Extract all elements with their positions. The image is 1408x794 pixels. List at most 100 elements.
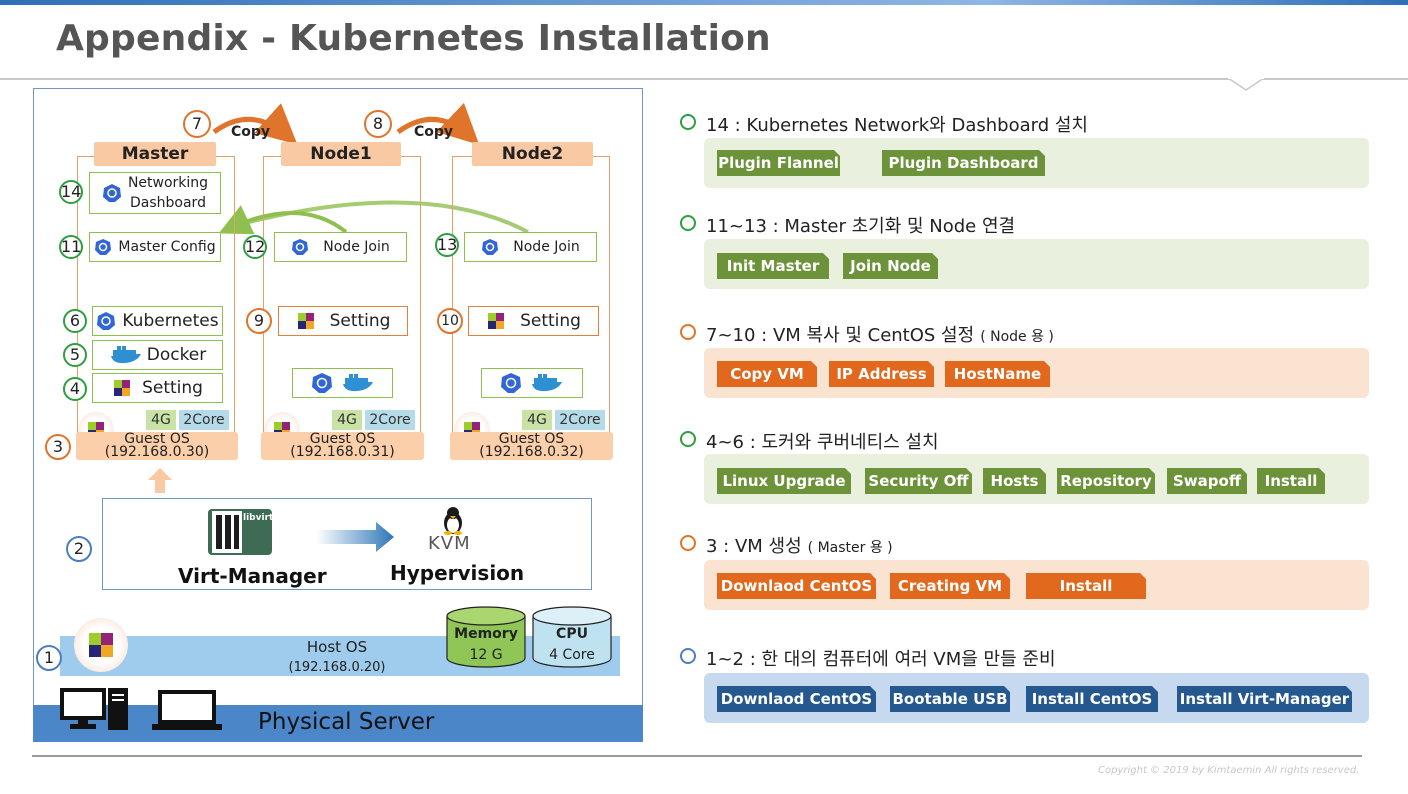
step-heading: 7~10 : VM 복사 및 CentOS 설정( Node 용 ): [706, 321, 1054, 347]
step-heading-text: 11~13 : Master 초기화 및 Node 연결: [706, 216, 1016, 237]
step-bullet-icon: [680, 215, 696, 231]
centos-icon: [488, 313, 505, 329]
step-tag: Join Node: [843, 253, 938, 279]
guest-os-label: Guest OS: [498, 431, 565, 447]
step-14-marker: 14: [59, 180, 83, 204]
networking-dashboard-box: Networking Dashboard: [89, 172, 221, 214]
step-3-marker: 3: [45, 434, 71, 460]
physical-server-label: Physical Server: [258, 709, 435, 735]
step-5-marker: 5: [63, 343, 87, 367]
title-divider: [0, 78, 1408, 80]
node1-title: Node1: [281, 142, 401, 166]
kubernetes-label: Kubernetes: [122, 311, 219, 331]
memory-value: 12 G: [469, 647, 503, 663]
guest-os-ip: (192.168.0.31): [290, 444, 395, 460]
kubernetes-icon: [501, 373, 521, 393]
master-config-box: Master Config: [89, 232, 221, 262]
step-tag: HostName: [945, 361, 1050, 387]
step-heading-text: 7~10 : VM 복사 및 CentOS 설정: [706, 325, 975, 346]
step-tag: Init Master: [717, 253, 829, 279]
node2-cpu-tag: 2Core: [555, 410, 605, 430]
centos-icon: [297, 313, 314, 329]
kubernetes-icon: [102, 184, 121, 202]
docker-label: Docker: [146, 345, 207, 365]
step-tag: Copy VM: [717, 361, 817, 387]
step-heading-text: 3 : VM 생성: [706, 536, 802, 557]
step-tag: Creating VM: [890, 573, 1010, 599]
host-os-ip: (192.168.0.20): [288, 660, 386, 675]
cpu-value: 4 Core: [549, 647, 595, 663]
step-tag: Hosts: [983, 468, 1046, 494]
step-tag: Install CentOS: [1026, 686, 1158, 712]
cylinder-icon: [532, 606, 612, 668]
step-13-marker: 13: [435, 233, 459, 257]
step-12-marker: 12: [243, 235, 267, 259]
node1-setting-label: Setting: [329, 311, 391, 331]
step-tag: Install CentOS: [1026, 573, 1146, 599]
linux-penguin-icon: [444, 507, 462, 535]
hypervision-label: Hypervision: [390, 561, 525, 585]
step-heading-text: 14 : Kubernetes Network와 Dashboard 설치: [706, 115, 1088, 136]
master-config-label: Master Config: [118, 239, 216, 255]
guest-os-ip: (192.168.0.32): [479, 444, 584, 460]
step-tag: Plugin Flannel: [717, 150, 840, 176]
laptop-icon: [152, 690, 222, 730]
libvirt-icon: [208, 509, 272, 555]
libvirt-logo: libvirt: [208, 507, 273, 557]
step-tag: Bootable USB: [890, 686, 1010, 712]
step-bullet-icon: [680, 431, 696, 447]
kvm-logo-text: KVM: [428, 533, 471, 554]
docker-box: Docker: [92, 340, 223, 370]
step-heading: 3 : VM 생성( Master 용 ): [706, 532, 893, 558]
virtualization-box: [102, 498, 592, 590]
step-tag: Downlaod CentOS: [717, 573, 876, 599]
kubernetes-icon: [292, 239, 309, 255]
kubernetes-icon: [482, 239, 499, 255]
step-heading: 11~13 : Master 초기화 및 Node 연결: [706, 212, 1015, 238]
guest-os-ip: (192.168.0.30): [104, 444, 210, 460]
node1-k8s-docker-box: [292, 368, 393, 398]
node1-guest-os: Guest OS (192.168.0.31): [261, 432, 424, 460]
docker-icon: [532, 374, 562, 392]
node2-title: Node2: [472, 142, 593, 166]
node2-memory-tag: 4G: [522, 410, 552, 430]
step-heading: 1~2 : 한 대의 컴퓨터에 여러 VM을 만들 준비: [706, 645, 1056, 671]
master-setting-label: Setting: [142, 378, 203, 398]
step-heading: 4~6 : 도커와 쿠버네티스 설치: [706, 428, 939, 454]
step-bullet-icon: [680, 648, 696, 664]
memory-cylinder: Memory 12 G: [446, 606, 526, 668]
step-4-marker: 4: [63, 377, 87, 401]
centos-icon: [89, 633, 113, 657]
host-centos-logo: [74, 618, 128, 672]
node1-join-box: Node Join: [274, 232, 407, 262]
step-tag: Install Virt-Manager: [1177, 686, 1352, 712]
step-7-marker: 7: [183, 110, 211, 138]
node2-join-box: Node Join: [464, 232, 597, 262]
step-8-marker: 8: [364, 110, 392, 138]
node2-join-label: Node Join: [513, 239, 580, 255]
node2-guest-os: Guest OS (192.168.0.32): [450, 432, 613, 460]
node2-setting-label: Setting: [520, 311, 581, 331]
step-tag: Downlaod CentOS: [717, 686, 876, 712]
step-tag: Security Off: [865, 468, 972, 494]
top-accent-bar: [0, 0, 1408, 5]
master-setting-box: Setting: [92, 373, 223, 403]
guest-os-label: Guest OS: [309, 431, 376, 447]
step-bullet-icon: [680, 324, 696, 340]
step-heading-text: 1~2 : 한 대의 컴퓨터에 여러 VM을 만들 준비: [706, 649, 1056, 670]
arrow-right-icon: [316, 522, 394, 552]
node1-join-label: Node Join: [323, 239, 390, 255]
dashboard-label: Dashboard: [130, 195, 206, 211]
step-tag: Install: [1257, 468, 1325, 494]
step-1-marker: 1: [36, 645, 62, 671]
cpu-label: CPU: [556, 626, 588, 642]
step-tag: Linux Upgrade: [717, 468, 851, 494]
virt-manager-label: Virt-Manager: [178, 564, 327, 588]
networking-label: Networking: [127, 175, 209, 191]
centos-icon: [114, 380, 131, 396]
master-cpu-tag: 2Core: [179, 410, 229, 430]
step-bullet-icon: [680, 535, 696, 551]
step-tag: Swapoff: [1167, 468, 1247, 494]
step-6-marker: 6: [63, 309, 87, 333]
step-heading: 14 : Kubernetes Network와 Dashboard 설치: [706, 111, 1088, 137]
